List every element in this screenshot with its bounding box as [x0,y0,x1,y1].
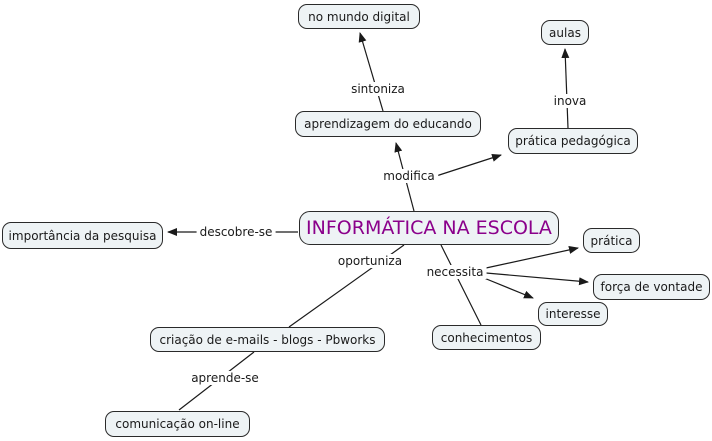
link-label-necessita[interactable]: necessita [423,265,487,279]
link-label-modifica[interactable]: modifica [380,169,438,183]
line-necessita-to-pratica [485,246,579,269]
line-necessita-to-interesse [483,277,534,299]
link-label-aprende-se[interactable]: aprende-se [188,371,262,385]
line-sintoniza [358,32,384,112]
line-necessita-to-conhecimentos [440,244,482,326]
concept-node-main-informatica-na-escola[interactable]: INFORMÁTICA NA ESCOLA [299,211,559,245]
link-label-sintoniza[interactable]: sintoniza [348,82,408,96]
link-label-oportuniza[interactable]: oportuniza [334,254,406,268]
concept-node-aprendizagem-do-educando[interactable]: aprendizagem do educando [295,111,481,137]
concept-node-no-mundo-digital[interactable]: no mundo digital [298,4,420,29]
link-label-descobre-se[interactable]: descobre-se [196,225,276,239]
concept-node-comunicacao-online[interactable]: comunicação on-line [105,411,250,437]
concept-node-importancia-da-pesquisa[interactable]: importância da pesquisa [2,222,163,249]
concept-node-aulas[interactable]: aulas [541,20,589,45]
line-modifica-to-pratica-pedagogica [429,153,502,179]
concept-node-criacao-emails-blogs-pbworks[interactable]: criação de e-mails - blogs - Pbworks [150,327,385,352]
concept-node-pratica-pedagogica[interactable]: prática pedagógica [508,128,638,154]
concept-node-forca-de-vontade[interactable]: força de vontade [593,274,710,300]
concept-node-conhecimentos[interactable]: conhecimentos [432,325,541,350]
line-necessita-to-forca [485,272,589,286]
link-label-inova[interactable]: inova [550,94,590,108]
concept-node-interesse[interactable]: interesse [538,302,608,326]
line-inova [561,48,570,129]
concept-node-pratica[interactable]: prática [583,228,640,253]
